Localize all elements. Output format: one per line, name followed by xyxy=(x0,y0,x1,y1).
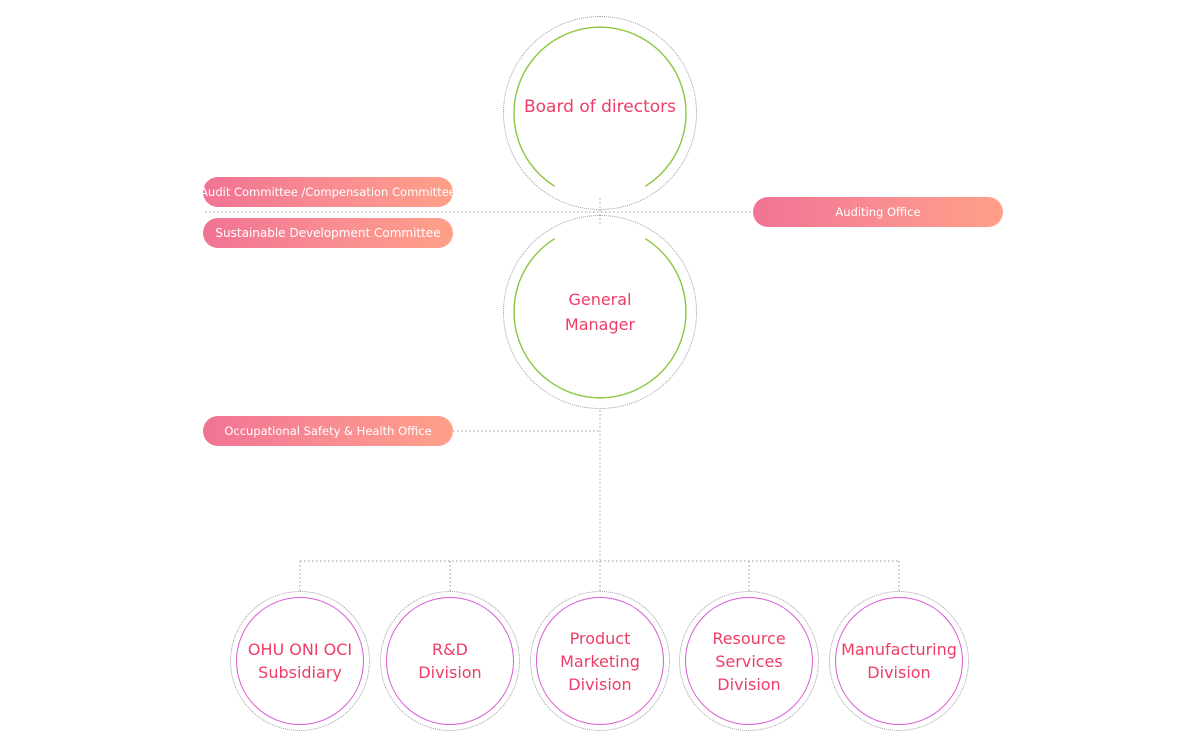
division-label-line2: Services xyxy=(715,651,783,671)
gm-outer-ring xyxy=(503,215,697,409)
division-label: R&D Division xyxy=(418,638,481,684)
division-label-line1: Manufacturing xyxy=(841,640,957,659)
sustainable-development-committee-pill[interactable]: Sustainable Development Committee xyxy=(203,218,453,248)
division-label-line3: Division xyxy=(568,674,632,694)
gm-label: General Manager xyxy=(565,287,635,337)
division-outer-ring xyxy=(230,591,370,731)
audit-compensation-committee-pill[interactable]: Audit Committee /Compensation Committee xyxy=(200,177,456,207)
board-outer-ring xyxy=(503,16,697,210)
safety-office-label: Occupational Safety & Health Office xyxy=(224,424,432,438)
division-outer-ring xyxy=(380,591,520,731)
gm-green-ring xyxy=(513,238,687,399)
gm-label-line1: General xyxy=(568,290,632,309)
division-label-line1: Product xyxy=(569,628,631,648)
division-label-line1: OHU ONI OCI xyxy=(247,640,353,659)
auditing-office-label: Auditing Office xyxy=(835,205,921,219)
division-inner-ring xyxy=(386,597,514,725)
division-outer-ring xyxy=(829,591,969,731)
audit-committee-label: Audit Committee /Compensation Committee xyxy=(200,185,456,199)
division-label-line2: Division xyxy=(867,663,931,682)
board-of-directors-node: Board of directors xyxy=(503,16,697,210)
division-label-line2: Marketing xyxy=(560,651,640,671)
division-label-line2: Division xyxy=(418,663,482,682)
division-inner-ring xyxy=(236,597,364,725)
division-label-line1: R&D xyxy=(432,640,468,659)
division-label: OHU ONI OCI Subsidiary xyxy=(248,638,352,684)
division-label-line3: Division xyxy=(717,674,781,694)
auditing-office-pill[interactable]: Auditing Office xyxy=(753,197,1003,227)
division-outer-ring xyxy=(530,591,670,731)
division-inner-ring xyxy=(835,597,963,725)
division-label-line2: Subsidiary xyxy=(258,663,342,682)
safety-health-office-pill[interactable]: Occupational Safety & Health Office xyxy=(203,416,453,446)
division-outer-ring xyxy=(679,591,819,731)
sustainable-committee-label: Sustainable Development Committee xyxy=(215,226,441,240)
board-label: Board of directors xyxy=(523,96,676,117)
general-manager-node: General Manager xyxy=(503,215,697,409)
division-node-subsidiary: OHU ONI OCI Subsidiary xyxy=(230,591,370,731)
division-label-line1: Resource xyxy=(712,628,786,648)
division-inner-ring xyxy=(685,597,813,725)
division-node-rd: R&D Division xyxy=(380,591,520,731)
division-inner-ring xyxy=(536,597,664,725)
board-green-ring xyxy=(513,26,687,187)
gm-label-line2: Manager xyxy=(564,315,636,334)
